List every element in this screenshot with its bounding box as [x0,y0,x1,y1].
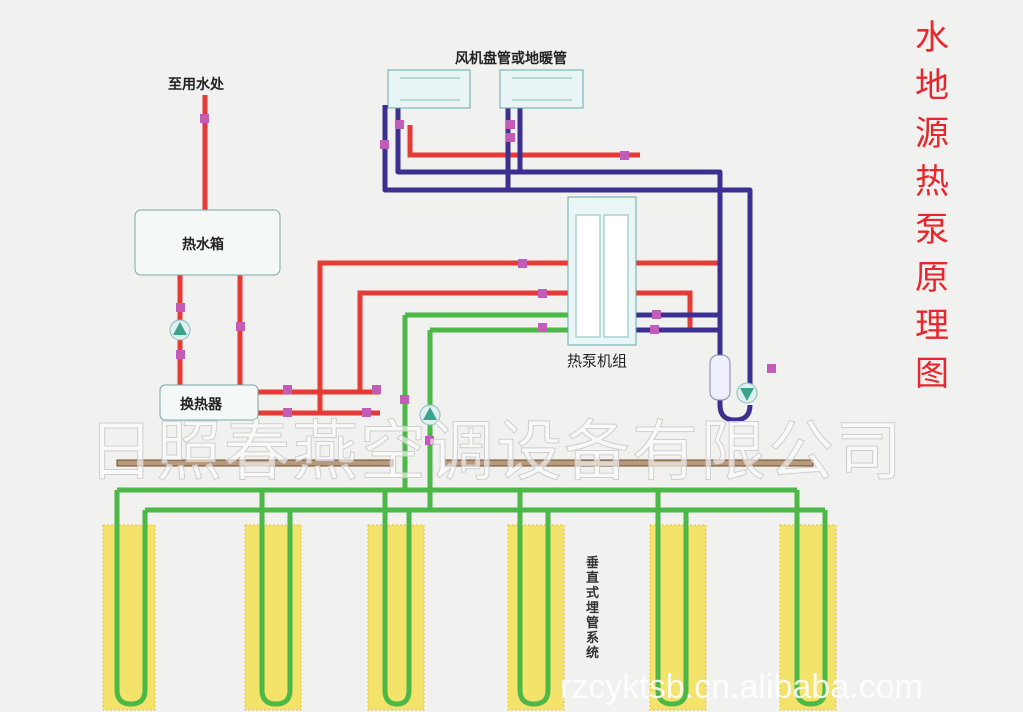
heat-pump-unit [567,196,637,346]
label-heat-pump-unit: 热泵机组 [567,352,628,370]
diagram-title: 水地源热泵原理图 [915,18,949,394]
label-heat-exchanger: 换热器 [180,397,222,413]
fan-coil-2 [499,69,584,109]
label-to-water-use: 至用水处 [168,77,224,93]
valves [176,114,776,445]
label-vertical-buried-pipe: 垂直式埋管系统 [586,556,600,661]
company-watermark: 日照春燕空调设备有限公司 [88,413,904,490]
hot-water-tank [134,209,281,276]
ground-loop-pipes [114,312,828,707]
heat-exchanger [159,384,259,421]
fan-coil-1 [387,69,471,109]
ground-surface-right [444,459,814,467]
label-hot-water-tank: 热水箱 [182,237,224,253]
url-watermark: rzcyktsb.cn.alibaba.com [560,668,923,706]
expansion-tank [709,354,731,401]
pumps [169,319,758,426]
ground-surface-left [116,459,394,467]
label-fan-coil: 风机盘管或地暖管 [455,51,567,67]
